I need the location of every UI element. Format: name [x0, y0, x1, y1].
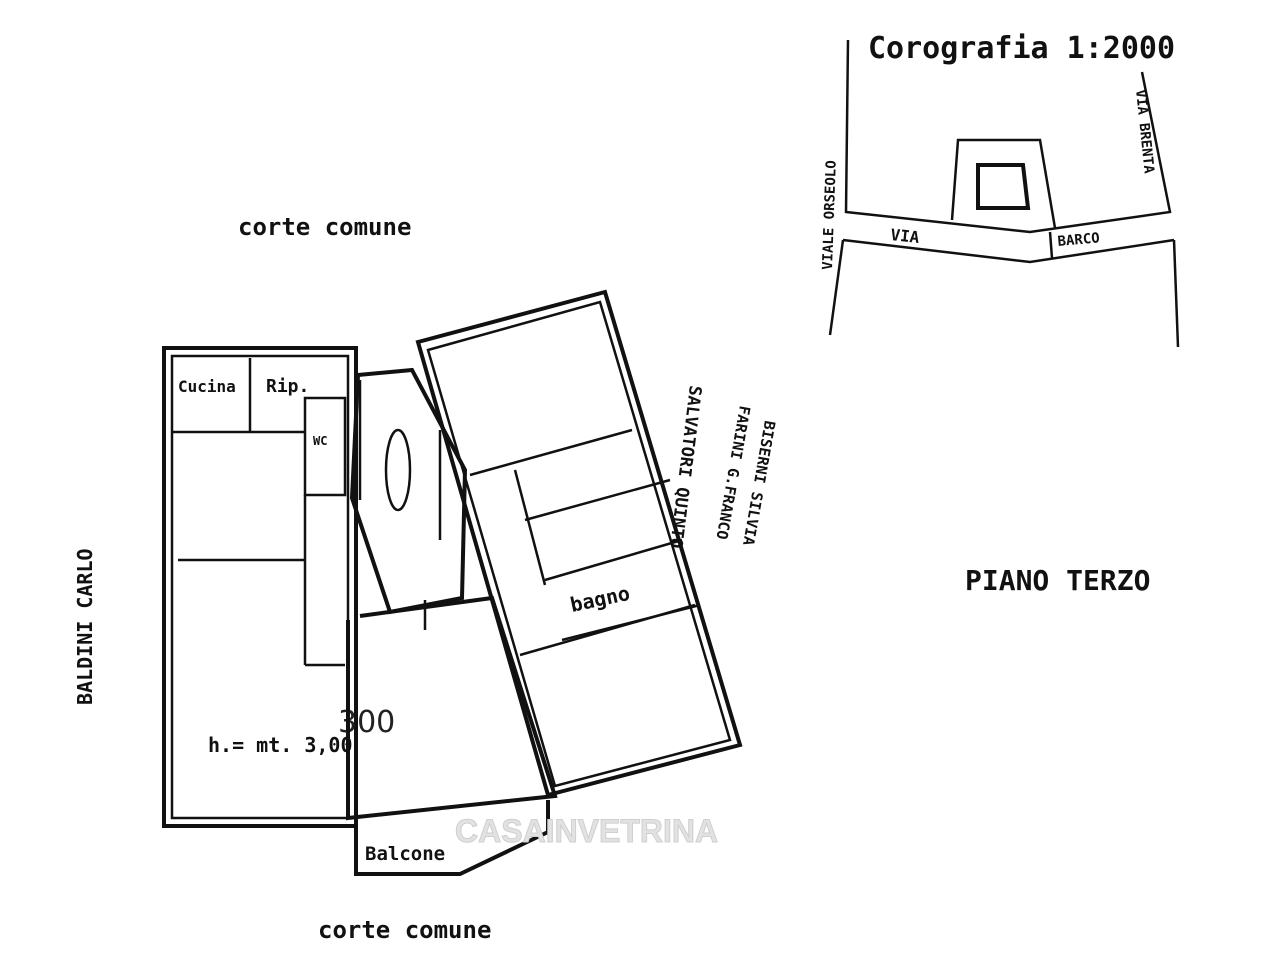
label-corte-top: corte comune — [238, 213, 411, 241]
map-lot — [950, 138, 1057, 229]
label-neighbor-right-1: SALVATORI QUINTO — [665, 384, 705, 549]
stairwell — [349, 367, 468, 630]
map-street-left: VIALE ORSEOLO — [820, 160, 840, 270]
map-street-barco: BARCO — [1057, 230, 1100, 250]
map-building — [976, 163, 1031, 210]
map-street-top-edge — [844, 39, 1172, 234]
room-storage: Rip. — [266, 376, 309, 397]
balcony: Balcone — [354, 800, 550, 876]
room-bathroom: bagno — [568, 581, 632, 617]
label-corte-bottom: corte comune — [318, 916, 491, 944]
room-wc: WC — [313, 434, 327, 448]
map-street-via: VIA — [890, 225, 921, 247]
right-unit: bagno — [415, 289, 743, 798]
corridor — [346, 595, 558, 821]
map-street-bottom-edge — [828, 238, 1180, 348]
map-street-right: VIA BRENTA — [1132, 89, 1157, 175]
watermark: CASAINVETRINA — [455, 813, 718, 849]
location-map: Corografia 1:2000 VIA BARCO VIALE ORSEOL… — [820, 31, 1180, 348]
height-note: h.= mt. 3,00 — [208, 733, 353, 757]
floor-title: PIANO TERZO — [965, 564, 1150, 597]
room-balcony: Balcone — [365, 843, 445, 865]
map-title: Corografia 1:2000 — [868, 31, 1175, 66]
label-neighbor-left: BALDINI CARLO — [73, 548, 97, 705]
room-kitchen: Cucina — [178, 377, 236, 396]
